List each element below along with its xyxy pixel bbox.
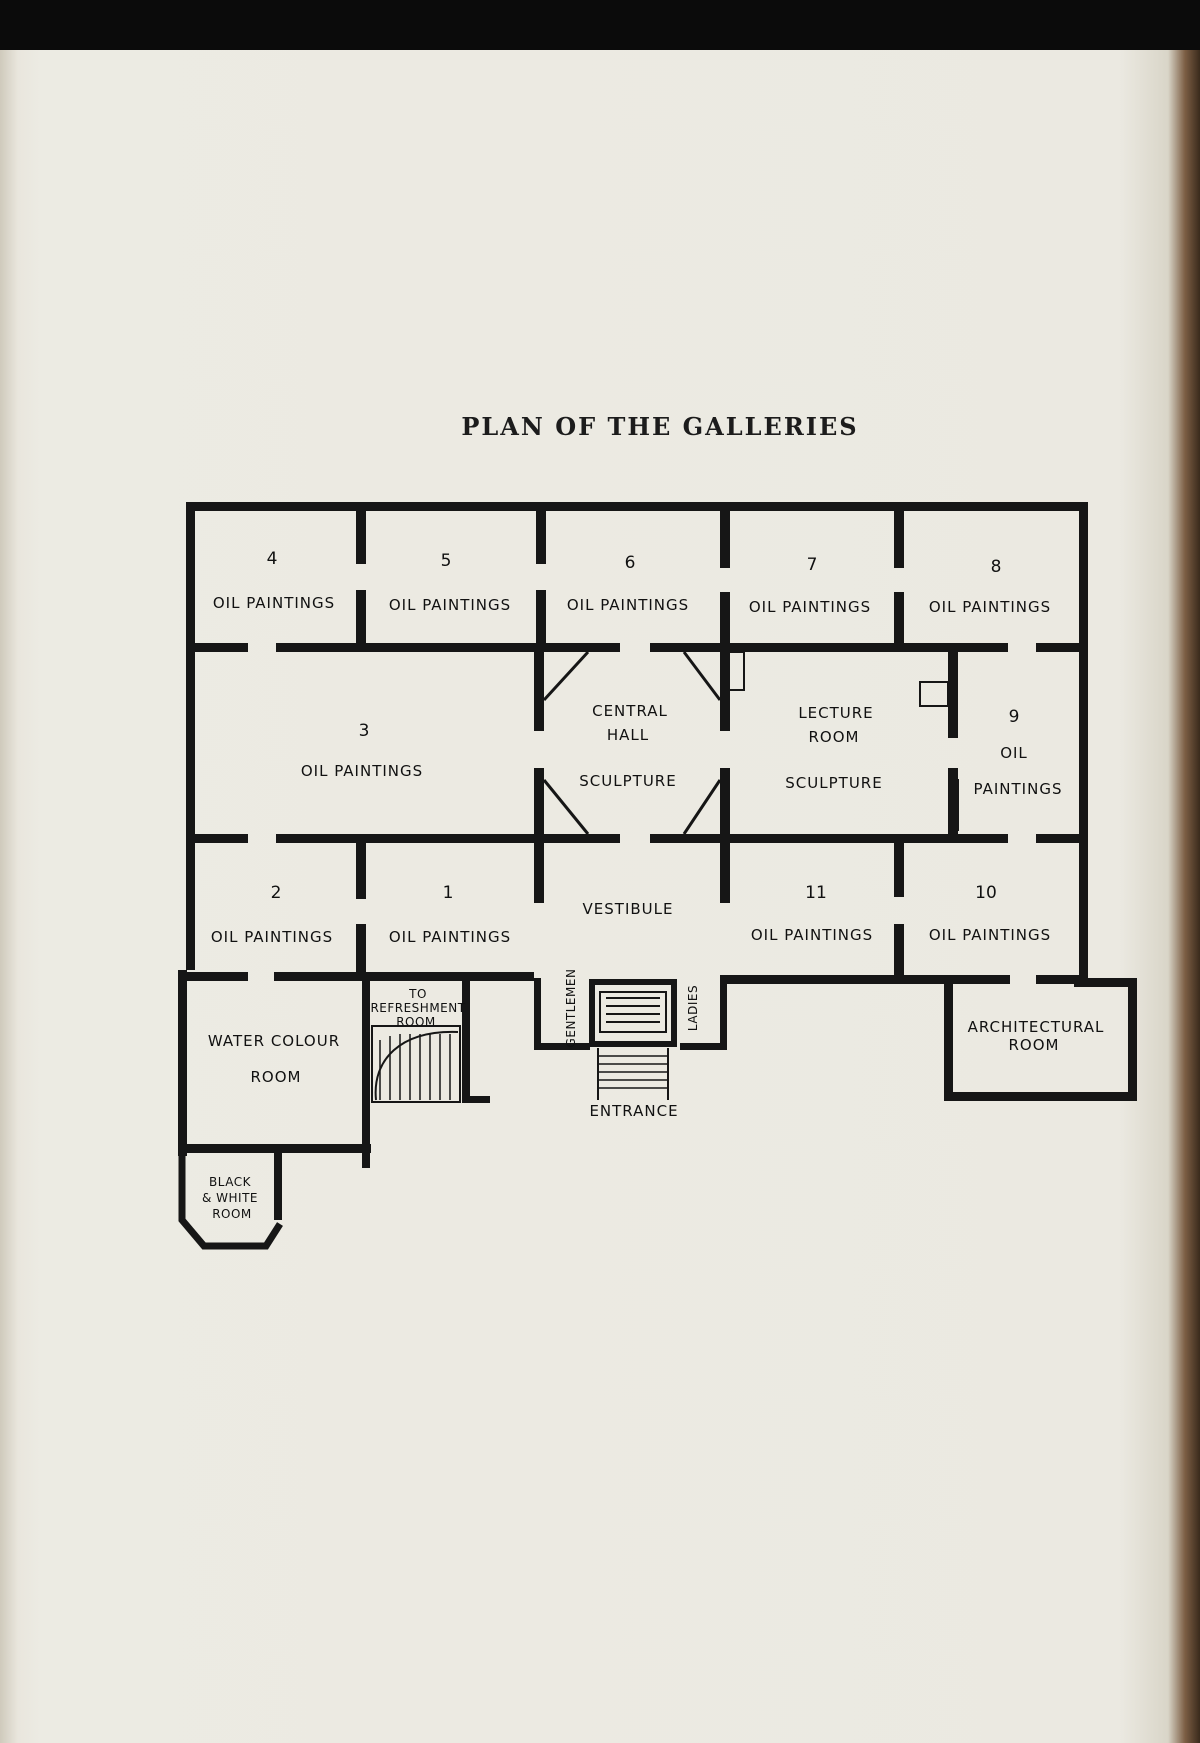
central-hall-sub: SCULPTURE bbox=[579, 772, 676, 790]
room-4-label: OIL PAINTINGS bbox=[213, 594, 335, 612]
black-white-line-1: BLACK bbox=[209, 1175, 252, 1189]
lecture-room-sub: SCULPTURE bbox=[785, 774, 882, 792]
black-white-line-3: ROOM bbox=[212, 1207, 252, 1221]
lecture-room-line-2: ROOM bbox=[809, 728, 860, 746]
lecture-room-line-1: LECTURE bbox=[798, 704, 873, 722]
room-2-number: 2 bbox=[271, 883, 282, 903]
entrance-label: ENTRANCE bbox=[589, 1102, 678, 1120]
room-3-label: OIL PAINTINGS bbox=[301, 762, 423, 780]
room-9-label-2: PAINTINGS bbox=[974, 780, 1063, 798]
walls bbox=[178, 502, 1137, 1220]
water-colour-line-1: WATER COLOUR bbox=[208, 1032, 340, 1050]
ladies-label: LADIES bbox=[686, 985, 700, 1031]
room-1-number: 1 bbox=[443, 883, 454, 903]
water-colour-line-2: ROOM bbox=[251, 1068, 302, 1086]
room-2-label: OIL PAINTINGS bbox=[211, 928, 333, 946]
entrance-steps bbox=[589, 979, 677, 1100]
room-3-number: 3 bbox=[359, 721, 370, 741]
room-9-label-1: OIL bbox=[1000, 744, 1028, 762]
room-1-label: OIL PAINTINGS bbox=[389, 928, 511, 946]
gentlemen-label: GENTLEMEN bbox=[564, 969, 578, 1048]
room-7-label: OIL PAINTINGS bbox=[749, 598, 871, 616]
room-5-label: OIL PAINTINGS bbox=[389, 596, 511, 614]
door-swings bbox=[542, 650, 959, 835]
refreshment-line-3: ROOM bbox=[396, 1015, 436, 1029]
room-6-number: 6 bbox=[625, 553, 636, 573]
room-labels: 4 OIL PAINTINGS 5 OIL PAINTINGS 6 OIL PA… bbox=[202, 549, 1105, 1221]
room-6-label: OIL PAINTINGS bbox=[567, 596, 689, 614]
room-9-number: 9 bbox=[1009, 707, 1020, 727]
black-white-line-2: & WHITE bbox=[202, 1191, 258, 1205]
room-5-number: 5 bbox=[441, 551, 452, 571]
staircase bbox=[371, 1025, 461, 1103]
room-7-number: 7 bbox=[807, 555, 818, 575]
room-8-label: OIL PAINTINGS bbox=[929, 598, 1051, 616]
refreshment-line-1: TO bbox=[408, 987, 427, 1001]
page-title: PLAN OF THE GALLERIES bbox=[461, 412, 859, 441]
central-hall-line-2: HALL bbox=[607, 726, 649, 744]
bay-wall bbox=[178, 1150, 283, 1250]
vestibule-label: VESTIBULE bbox=[583, 900, 674, 918]
room-10-label: OIL PAINTINGS bbox=[929, 926, 1051, 944]
refreshment-line-2: REFRESHMENT bbox=[370, 1001, 465, 1015]
architectural-line-2: ROOM bbox=[1009, 1036, 1060, 1054]
book-page bbox=[0, 50, 1200, 1743]
room-4-number: 4 bbox=[267, 549, 278, 569]
central-hall-line-1: CENTRAL bbox=[592, 702, 668, 720]
room-11-label: OIL PAINTINGS bbox=[751, 926, 873, 944]
architectural-line-1: ARCHITECTURAL bbox=[968, 1018, 1105, 1036]
room-11-number: 11 bbox=[805, 883, 827, 903]
room-10-number: 10 bbox=[975, 883, 997, 903]
room-8-number: 8 bbox=[991, 557, 1002, 577]
